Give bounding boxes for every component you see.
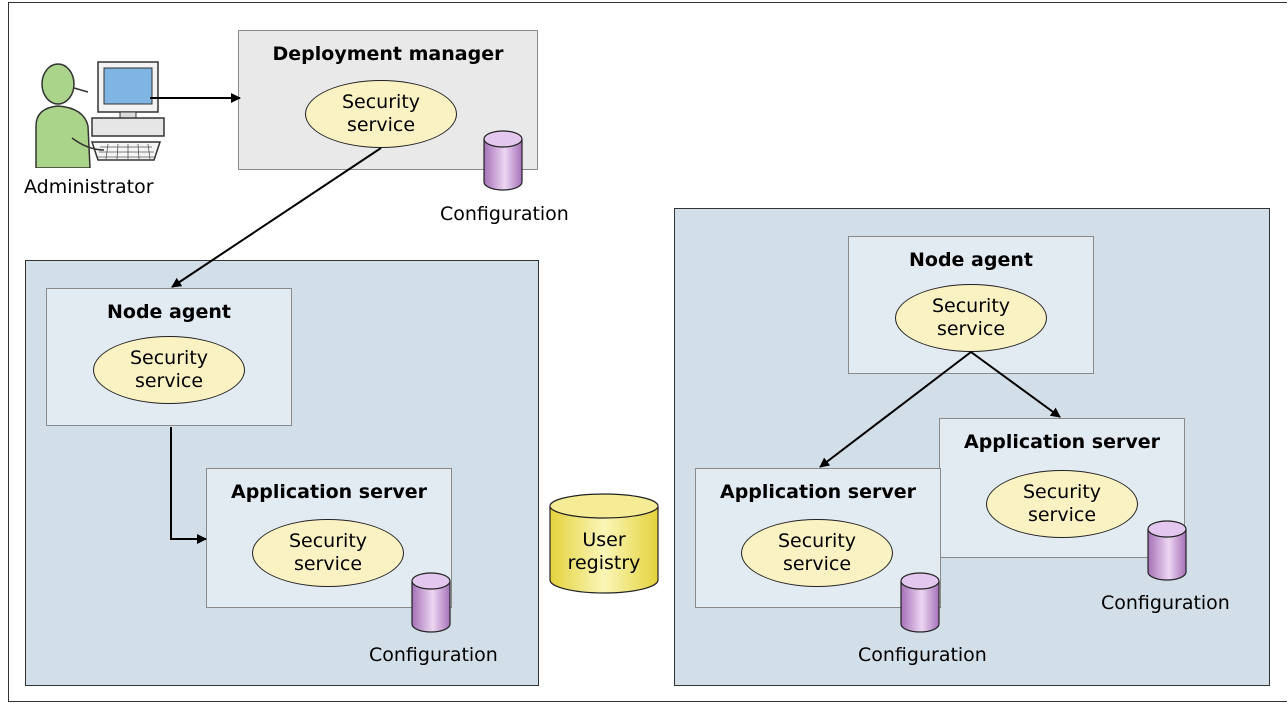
diagram-frame: [8, 2, 1287, 702]
configuration-cylinder-icon: [900, 572, 940, 633]
left-app-server-title: Application server: [230, 481, 427, 503]
configuration-cylinder-icon: [483, 130, 523, 191]
right-node-agent-to-front-server-arrow: [819, 351, 972, 468]
right-app-server-back-title: Application server: [963, 431, 1160, 453]
configuration-cylinder-icon: [1147, 520, 1187, 581]
right-app-server-back-config-label: Configuration: [1101, 592, 1230, 614]
left-node-agent-to-app-server-arrow: [170, 427, 207, 544]
right-app-server-front-title: Application server: [719, 481, 916, 503]
configuration-cylinder-icon: [411, 572, 451, 633]
left-node-agent-title: Node agent: [107, 301, 231, 323]
left-app-server-config-label: Configuration: [369, 644, 498, 666]
user-registry-label: User registry: [567, 529, 641, 574]
administrator-label: Administrator: [24, 176, 154, 198]
administrator-icon: [35, 61, 165, 168]
right-node-agent-to-back-server-arrow: [970, 351, 1061, 418]
right-app-server-front-config-label: Configuration: [858, 644, 987, 666]
right-node-agent-title: Node agent: [909, 249, 1033, 271]
deployment-manager-config-label: Configuration: [440, 203, 569, 225]
deployment-manager-title: Deployment manager: [272, 43, 504, 65]
manager-to-left-node-agent-arrow: [171, 147, 382, 288]
user-registry-cylinder-icon: [549, 493, 659, 594]
